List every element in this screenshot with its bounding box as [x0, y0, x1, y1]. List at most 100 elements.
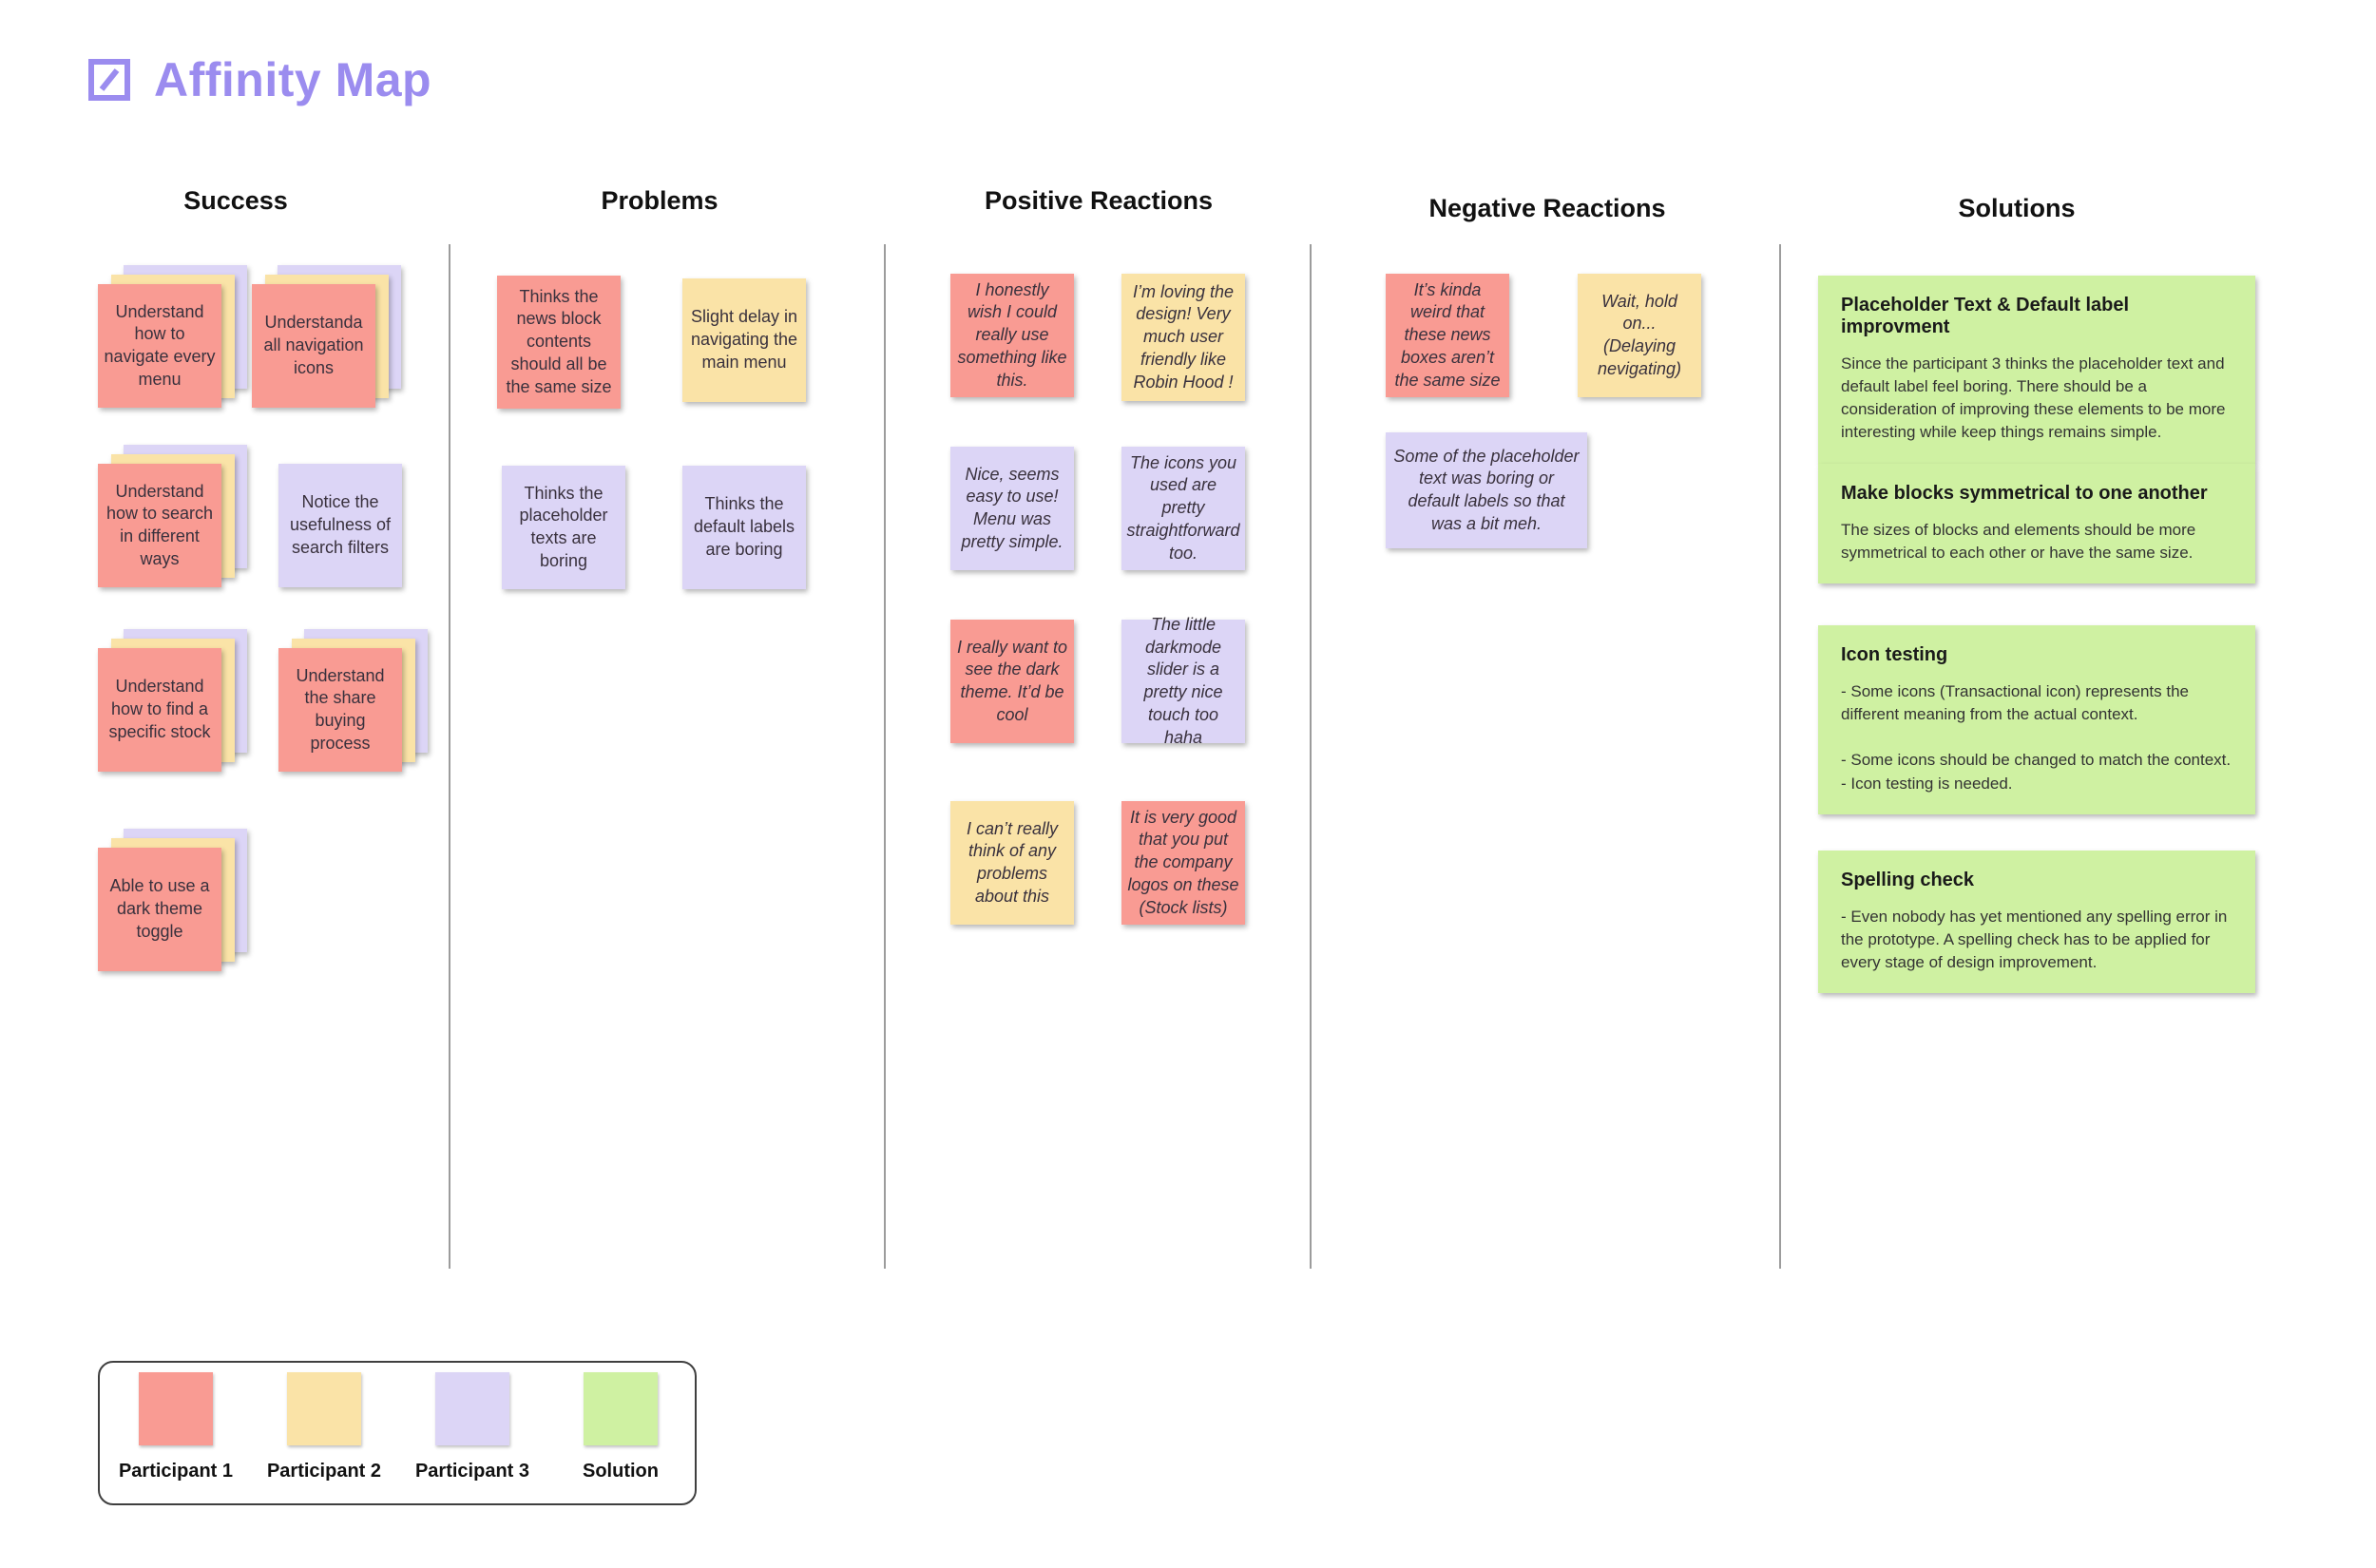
- sticky-note-group[interactable]: I really want to see the dark theme. It’…: [950, 620, 1074, 743]
- solution-card-body: - Some icons (Transactional icon) repres…: [1841, 682, 2232, 793]
- sticky-note-group[interactable]: Wait, hold on... (Delaying nevigating): [1578, 274, 1701, 397]
- sticky-note[interactable]: Thinks the default labels are boring: [682, 466, 806, 589]
- sticky-note-text: Understand the share buying process: [296, 665, 385, 753]
- sticky-note[interactable]: Nice, seems easy to use! Menu was pretty…: [950, 447, 1074, 570]
- sticky-note-group[interactable]: Understand how to navigate every menu: [98, 265, 247, 408]
- solution-card[interactable]: Spelling check - Even nobody has yet ment…: [1818, 851, 2255, 994]
- sticky-note-group[interactable]: Able to use a dark theme toggle: [98, 829, 247, 971]
- sticky-note[interactable]: It’s kinda weird that these news boxes a…: [1386, 274, 1509, 397]
- sticky-note-group[interactable]: It is very good that you put the company…: [1121, 801, 1245, 925]
- sticky-note-text: I really want to see the dark theme. It’…: [956, 637, 1068, 724]
- sticky-note[interactable]: The icons you used are pretty straightfo…: [1121, 447, 1245, 570]
- sticky-note[interactable]: The little darkmode slider is a pretty n…: [1121, 615, 1245, 747]
- sticky-note-group[interactable]: Understanda all navigation icons: [252, 265, 401, 408]
- affinity-map-icon: [88, 59, 130, 101]
- sticky-note-text: Thinks the news block contents should al…: [506, 286, 612, 396]
- sticky-note[interactable]: I really want to see the dark theme. It’…: [950, 620, 1074, 743]
- sticky-note-group[interactable]: Thinks the default labels are boring: [682, 466, 806, 589]
- solution-card[interactable]: Icon testing - Some icons (Transactional …: [1818, 625, 2255, 814]
- legend-label: Participant 1: [118, 1461, 234, 1482]
- column-header-success: Success: [183, 186, 288, 215]
- sticky-note-text: Slight delay in navigating the main menu: [690, 307, 798, 372]
- sticky-note-text: I can’t really think of any problems abo…: [966, 818, 1059, 906]
- sticky-note[interactable]: Understand the share buying process: [278, 648, 402, 772]
- sticky-note-group[interactable]: It’s kinda weird that these news boxes a…: [1386, 274, 1509, 397]
- column-divider: [449, 244, 450, 1269]
- legend-item: Participant 3: [398, 1372, 546, 1482]
- sticky-note-text: Able to use a dark theme toggle: [109, 876, 210, 941]
- legend-color-swatch: [287, 1372, 361, 1445]
- sticky-note-text: Understand how to find a specific stock: [108, 677, 211, 741]
- solution-card-title: Make blocks symmetrical to one another: [1841, 483, 2208, 504]
- sticky-note-group[interactable]: I’m loving the design! Very much user fr…: [1121, 274, 1245, 401]
- sticky-note-text: Understanda all navigation icons: [263, 313, 364, 377]
- sticky-note[interactable]: Slight delay in navigating the main menu: [682, 278, 806, 402]
- sticky-note[interactable]: It is very good that you put the company…: [1121, 801, 1245, 925]
- sticky-note-group[interactable]: Notice the usefulness of search filters: [278, 464, 402, 587]
- sticky-note-text: It’s kinda weird that these news boxes a…: [1394, 279, 1501, 390]
- title-bar: Affinity Map: [87, 52, 431, 107]
- sticky-note-text: I honestly wish I could really use somet…: [957, 279, 1067, 390]
- sticky-note[interactable]: Understand how to navigate every menu: [98, 284, 221, 408]
- legend-color-swatch: [139, 1372, 213, 1445]
- legend-color-swatch: [584, 1372, 658, 1445]
- solution-card-body: - Even nobody has yet mentioned any spel…: [1841, 908, 2228, 972]
- solution-card-title: Spelling check: [1841, 870, 1975, 890]
- sticky-note-group[interactable]: Slight delay in navigating the main menu: [682, 278, 806, 402]
- sticky-note[interactable]: Understand how to search in different wa…: [98, 464, 221, 587]
- sticky-note-text: Notice the usefulness of search filters: [289, 492, 392, 557]
- sticky-note-text: Thinks the placeholder texts are boring: [519, 483, 608, 570]
- column-divider: [1310, 244, 1312, 1269]
- sticky-note[interactable]: I’m loving the design! Very much user fr…: [1121, 274, 1245, 401]
- sticky-note-text: Nice, seems easy to use! Menu was pretty…: [961, 464, 1063, 551]
- sticky-note[interactable]: I honestly wish I could really use somet…: [950, 274, 1074, 397]
- sticky-note-group[interactable]: I honestly wish I could really use somet…: [950, 274, 1074, 397]
- legend-label: Participant 2: [266, 1461, 382, 1482]
- sticky-note-text: I’m loving the design! Very much user fr…: [1132, 281, 1235, 392]
- sticky-note-group[interactable]: Thinks the placeholder texts are boring: [502, 466, 625, 589]
- solution-card-title: Icon testing: [1841, 644, 1948, 665]
- column-header-solutions: Solutions: [1958, 194, 2076, 222]
- legend-item: Participant 2: [250, 1372, 398, 1482]
- solution-card-title: Placeholder Text & Default label improvm…: [1841, 295, 2130, 337]
- sticky-note[interactable]: Notice the usefulness of search filters: [278, 464, 402, 587]
- sticky-note[interactable]: Thinks the placeholder texts are boring: [502, 466, 625, 589]
- sticky-note-group[interactable]: The little darkmode slider is a pretty n…: [1121, 615, 1245, 747]
- sticky-note-text: Some of the placeholder text was boring …: [1393, 446, 1580, 533]
- sticky-note[interactable]: Understanda all navigation icons: [252, 284, 375, 408]
- solution-card-body: The sizes of blocks and elements should …: [1841, 521, 2196, 563]
- sticky-note-text: Thinks the default labels are boring: [693, 494, 795, 559]
- sticky-note-group[interactable]: Understand how to search in different wa…: [98, 445, 247, 587]
- sticky-note-group[interactable]: Understand how to find a specific stock: [98, 629, 247, 772]
- column-header-positive-reactions: Positive Reactions: [984, 186, 1214, 215]
- legend: Participant 1 Participant 2 Participant 3 S…: [98, 1361, 697, 1505]
- sticky-note[interactable]: Some of the placeholder text was boring …: [1386, 432, 1587, 548]
- solution-card[interactable]: Placeholder Text & Default label improvm…: [1818, 276, 2255, 464]
- sticky-note[interactable]: I can’t really think of any problems abo…: [950, 801, 1074, 925]
- sticky-note-text: It is very good that you put the company…: [1127, 807, 1239, 917]
- sticky-note[interactable]: Thinks the news block contents should al…: [497, 276, 621, 409]
- page-title: Affinity Map: [154, 53, 432, 106]
- sticky-note-group[interactable]: I can’t really think of any problems abo…: [950, 801, 1074, 925]
- sticky-note-group[interactable]: Understand the share buying process: [278, 629, 428, 772]
- sticky-note[interactable]: Understand how to find a specific stock: [98, 648, 221, 772]
- sticky-note-group[interactable]: Nice, seems easy to use! Menu was pretty…: [950, 447, 1074, 570]
- sticky-note[interactable]: Able to use a dark theme toggle: [98, 848, 221, 971]
- sticky-note-text: The little darkmode slider is a pretty n…: [1143, 614, 1223, 747]
- legend-color-swatch: [435, 1372, 509, 1445]
- sticky-note-text: Understand how to search in different wa…: [105, 481, 214, 568]
- sticky-note[interactable]: Wait, hold on... (Delaying nevigating): [1578, 274, 1701, 397]
- sticky-note-text: The icons you used are pretty straightfo…: [1126, 452, 1240, 563]
- solution-card-body: Since the participant 3 thinks the place…: [1841, 354, 2226, 442]
- sticky-note-text: Understand how to navigate every menu: [104, 301, 216, 389]
- sticky-note-group[interactable]: Some of the placeholder text was boring …: [1386, 432, 1587, 548]
- legend-item: Participant 1: [102, 1372, 250, 1482]
- legend-label: Solution: [583, 1461, 659, 1482]
- sticky-note-group[interactable]: The icons you used are pretty straightfo…: [1121, 447, 1245, 570]
- sticky-note-text: Wait, hold on... (Delaying nevigating): [1597, 291, 1682, 378]
- column-divider: [884, 244, 886, 1269]
- sticky-note-group[interactable]: Thinks the news block contents should al…: [497, 276, 621, 409]
- column-header-negative-reactions: Negative Reactions: [1428, 194, 1666, 222]
